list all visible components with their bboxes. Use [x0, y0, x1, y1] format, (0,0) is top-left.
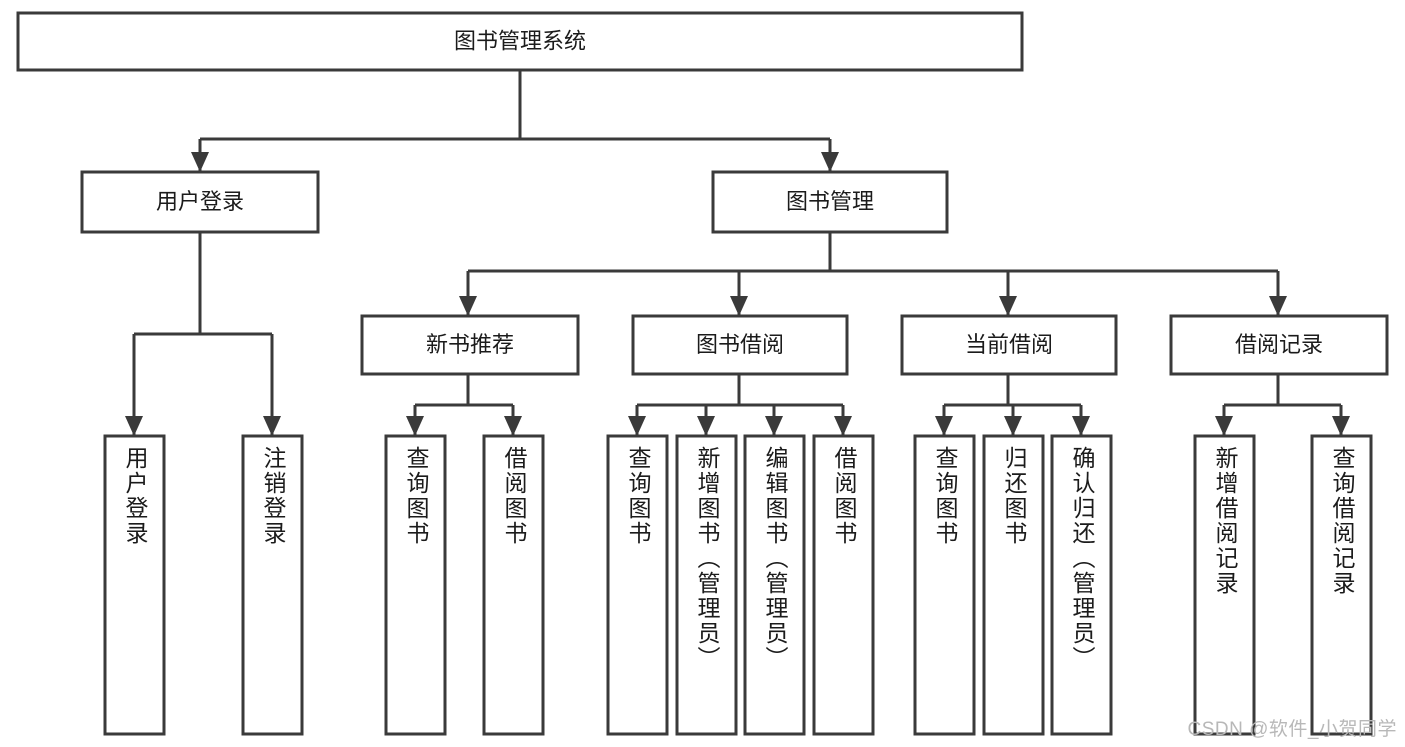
node-leaf-user-login-box[interactable] — [103, 434, 166, 736]
arrow-head-icon — [765, 416, 783, 436]
arrow-head-icon — [834, 416, 852, 436]
arrow-head-icon — [1072, 416, 1090, 436]
arrow-head-icon — [125, 416, 143, 436]
node-leaf-borrow-book-2[interactable] — [812, 434, 875, 736]
arrow-head-icon — [263, 416, 281, 436]
node-book-borrow[interactable]: 图书借阅 — [631, 314, 849, 376]
node-borrow-record-label: 借阅记录 — [1235, 332, 1323, 357]
node-leaf-return-book[interactable] — [982, 434, 1045, 736]
arrow-head-icon — [999, 296, 1017, 316]
node-current-borrow-box[interactable] — [900, 314, 1118, 376]
node-leaf-query-book-1[interactable] — [384, 434, 447, 736]
node-borrow-record-box[interactable] — [1169, 314, 1389, 376]
node-user-login[interactable]: 用户登录 — [80, 170, 320, 234]
node-leaf-add-record-box[interactable] — [1193, 434, 1256, 736]
arrow-head-icon — [459, 296, 477, 316]
node-leaf-return-book-box[interactable] — [982, 434, 1045, 736]
node-book-borrow-label: 图书借阅 — [696, 332, 784, 357]
node-leaf-edit-book-box[interactable] — [743, 434, 806, 736]
node-leaf-borrow-book-1-box[interactable] — [482, 434, 545, 736]
node-leaf-query-book-2[interactable] — [606, 434, 669, 736]
node-leaf-logout-box[interactable] — [241, 434, 304, 736]
node-leaf-borrow-book-2-box[interactable] — [812, 434, 875, 736]
node-leaf-add-book-box[interactable] — [675, 434, 738, 736]
arrow-head-icon — [935, 416, 953, 436]
node-book-manage-box[interactable] — [711, 170, 949, 234]
node-root-label: 图书管理系统 — [454, 28, 586, 53]
arrow-head-icon — [1004, 416, 1022, 436]
node-leaf-confirm-return[interactable] — [1050, 434, 1113, 736]
node-leaf-add-book[interactable] — [675, 434, 738, 736]
node-borrow-record[interactable]: 借阅记录 — [1169, 314, 1389, 376]
node-current-borrow-label: 当前借阅 — [965, 332, 1053, 357]
node-leaf-user-login[interactable] — [103, 434, 166, 736]
arrow-head-icon — [821, 152, 839, 172]
node-leaf-confirm-return-box[interactable] — [1050, 434, 1113, 736]
node-leaf-query-record[interactable] — [1310, 434, 1373, 736]
connector-layer — [125, 70, 1350, 436]
arrow-head-icon — [697, 416, 715, 436]
node-user-login-label: 用户登录 — [156, 189, 244, 214]
node-new-book-rec[interactable]: 新书推荐 — [360, 314, 580, 376]
node-leaf-query-book-2-box[interactable] — [606, 434, 669, 736]
node-leaf-query-book-3[interactable] — [913, 434, 976, 736]
arrow-head-icon — [406, 416, 424, 436]
node-leaf-logout[interactable] — [241, 434, 304, 736]
arrow-head-icon — [730, 296, 748, 316]
node-book-borrow-box[interactable] — [631, 314, 849, 376]
arrow-head-icon — [191, 152, 209, 172]
node-leaf-borrow-book-1[interactable] — [482, 434, 545, 736]
node-leaf-query-book-3-box[interactable] — [913, 434, 976, 736]
node-new-book-rec-label: 新书推荐 — [426, 332, 514, 357]
node-current-borrow[interactable]: 当前借阅 — [900, 314, 1118, 376]
node-leaf-query-record-box[interactable] — [1310, 434, 1373, 736]
arrow-head-icon — [504, 416, 522, 436]
node-new-book-rec-box[interactable] — [360, 314, 580, 376]
node-root-box[interactable] — [16, 11, 1024, 72]
node-book-manage-label: 图书管理 — [786, 189, 874, 214]
arrow-head-icon — [1269, 296, 1287, 316]
arrow-head-icon — [628, 416, 646, 436]
node-book-manage[interactable]: 图书管理 — [711, 170, 949, 234]
arrow-head-icon — [1215, 416, 1233, 436]
arrow-head-icon — [1332, 416, 1350, 436]
node-leaf-query-book-1-box[interactable] — [384, 434, 447, 736]
node-root[interactable]: 图书管理系统 — [16, 11, 1024, 72]
node-leaf-edit-book[interactable] — [743, 434, 806, 736]
node-leaf-add-record[interactable] — [1193, 434, 1256, 736]
node-user-login-box[interactable] — [80, 170, 320, 234]
